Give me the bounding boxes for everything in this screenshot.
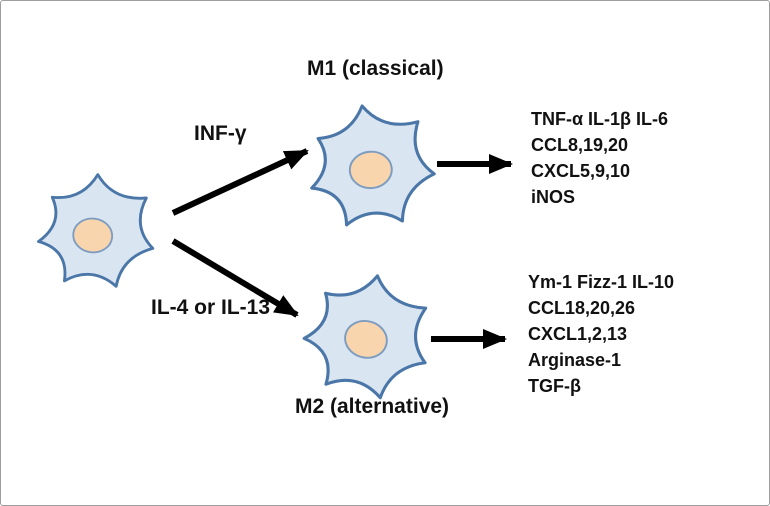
m1-marker-line: CCL8,19,20 xyxy=(531,135,629,155)
m2-title: M2 (alternative) xyxy=(295,395,450,418)
cell-nucleus xyxy=(348,150,393,190)
m2-marker-line: Arginase-1 xyxy=(528,350,622,370)
m1-title: M1 (classical) xyxy=(307,57,444,80)
m2-marker-line: TGF-β xyxy=(528,376,581,396)
m2-marker-list: Ym-1 Fizz-1 IL-10 CCL18,20,26 CXCL1,2,13… xyxy=(528,269,674,399)
m1-stimulus-label: INF-γ xyxy=(194,122,247,145)
macrophage-cell-m1 xyxy=(310,104,436,227)
macrophage-cell-precursor xyxy=(37,173,155,288)
m1-marker-line: iNOS xyxy=(531,187,576,207)
cell-nucleus xyxy=(344,320,388,359)
m2-stimulus-label: IL-4 or IL-13 xyxy=(151,296,271,319)
m1-marker-line: TNF-α IL-1β IL-6 xyxy=(531,109,669,129)
m2-marker-line: CXCL1,2,13 xyxy=(528,324,628,344)
m1-marker-line: CXCL5,9,10 xyxy=(531,161,631,181)
m2-marker-line: Ym-1 Fizz-1 IL-10 xyxy=(528,272,675,292)
cell-nucleus xyxy=(72,217,114,254)
m1-marker-list: TNF-α IL-1β IL-6 CCL8,19,20 CXCL5,9,10 i… xyxy=(531,106,668,210)
macrophage-cell-m2 xyxy=(302,274,428,400)
arrow-inf-gamma xyxy=(171,148,309,216)
m2-marker-line: CCL18,20,26 xyxy=(528,298,636,318)
